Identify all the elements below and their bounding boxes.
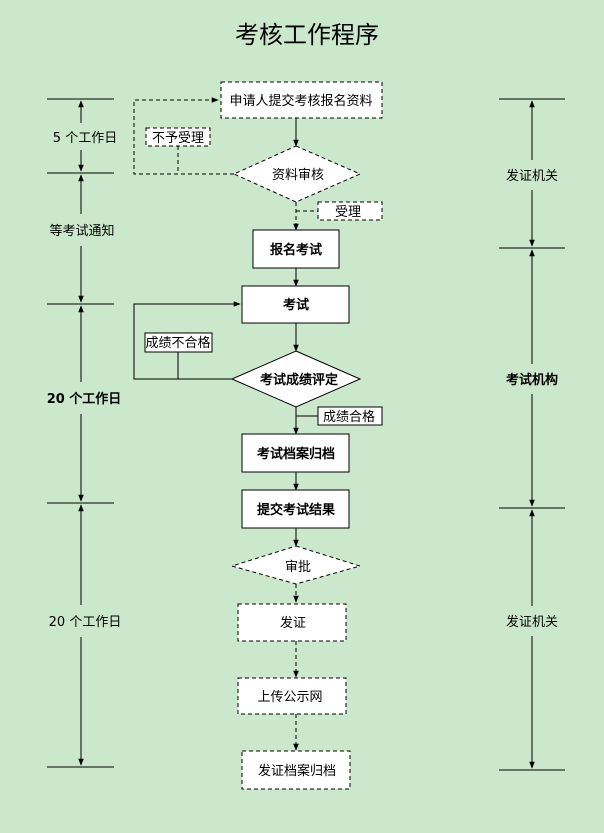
right-timeline: 发证机关 考试机构 发证机关 [499,98,565,771]
edge-label-fail-text: 成绩不合格 [145,335,210,351]
edge-review-reject-loop [133,97,234,175]
node-archive-cert-label: 发证档案归档 [258,763,336,779]
node-apply: 申请人提交考核报名资料 [220,81,383,119]
connectors [133,97,318,751]
edge-label-reject: 不予受理 [145,127,211,147]
edge-evaluate-fail-loop [133,301,241,380]
node-approve: 审批 [230,545,362,585]
node-archive-exam: 考试档案归档 [241,433,350,473]
node-submit-result: 提交考试结果 [241,489,350,529]
left-timeline-label-3: 20 个工作日 [47,391,122,407]
node-exam-label: 考试 [283,297,309,313]
node-evaluate: 考试成绩评定 [230,350,362,408]
left-timeline-label-2: 等考试通知 [49,223,114,239]
edge-label-accept: 受理 [317,201,383,221]
node-approve-label: 审批 [285,560,311,575]
node-certify-label: 发证 [280,615,306,631]
node-apply-label: 申请人提交考核报名资料 [229,93,372,109]
edge-label-accept-text: 受理 [335,205,361,220]
left-timeline-label-4: 20 个工作日 [49,615,122,630]
edge-label-pass: 成绩合格 [317,406,383,426]
node-review: 资料审核 [232,145,362,203]
left-timeline: 5 个工作日 等考试通知 20 个工作日 20 个工作日 [47,98,122,768]
edge-label-fail: 成绩不合格 [144,332,213,353]
node-exam: 考试 [241,285,350,324]
right-timeline-label-1: 发证机关 [506,168,558,184]
node-register-label: 报名考试 [270,242,322,258]
node-review-label: 资料审核 [272,168,324,183]
left-timeline-label-1: 5 个工作日 [53,131,117,146]
node-register: 报名考试 [252,229,340,269]
edge-label-reject-text: 不予受理 [152,131,204,146]
edge-label-pass-text: 成绩合格 [323,409,375,425]
node-submit-result-label: 提交考试结果 [257,502,335,518]
node-certify: 发证 [237,603,347,642]
right-timeline-label-3: 发证机关 [506,614,558,630]
node-publish-label: 上传公示网 [257,690,322,705]
right-timeline-label-2: 考试机构 [506,372,558,388]
page-title: 考核工作程序 [235,21,379,49]
node-publish: 上传公示网 [237,677,347,715]
node-archive-exam-label: 考试档案归档 [257,446,335,462]
node-archive-cert: 发证档案归档 [241,750,351,790]
node-evaluate-label: 考试成绩评定 [260,372,338,388]
